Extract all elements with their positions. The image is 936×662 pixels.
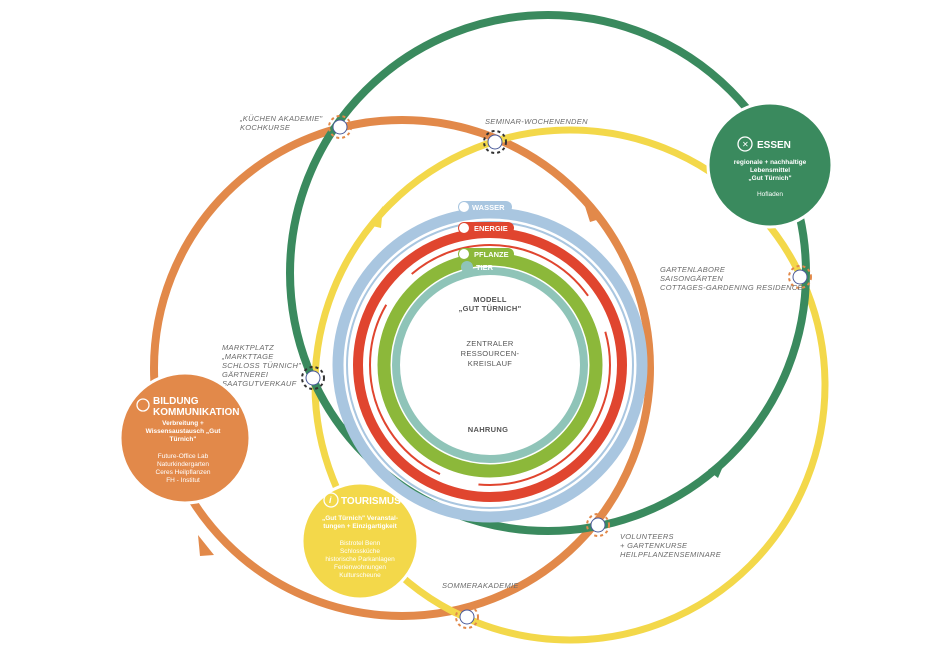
svg-text:historische Parkanlagen: historische Parkanlagen <box>325 556 395 563</box>
svg-text:VOLUNTEERS: VOLUNTEERS <box>620 532 674 541</box>
svg-text:KOCHKURSE: KOCHKURSE <box>240 123 291 132</box>
ring-label-tier: TIER <box>461 261 494 273</box>
svg-text:SOMMERAKADEMIE: SOMMERAKADEMIE <box>442 581 519 590</box>
garden-icon <box>788 265 812 289</box>
svg-text:Bistrotel Benn: Bistrotel Benn <box>340 540 381 547</box>
arrow-icon <box>198 535 214 556</box>
energy-inner-line <box>369 244 611 486</box>
svg-text:tungen + Einzigartigkeit: tungen + Einzigartigkeit <box>323 523 397 530</box>
leaf-icon <box>459 249 469 259</box>
svg-text:Lebensmittel: Lebensmittel <box>750 167 790 174</box>
label-seminar: SEMINAR-WOCHENENDEN <box>485 117 588 126</box>
svg-text:Ferienwohnungen: Ferienwohnungen <box>334 564 386 571</box>
svg-text:SEMINAR-WOCHENENDEN: SEMINAR-WOCHENENDEN <box>485 117 588 126</box>
market-icon <box>301 366 325 390</box>
svg-text:„Gut Türnich" Veranstal-: „Gut Türnich" Veranstal- <box>322 515 398 522</box>
node-essen: ✕ ESSEN regionale + nachhaltige Lebensmi… <box>706 101 834 229</box>
label-garten: GARTENLABORESAISONGÄRTENCOTTAGES-GARDENI… <box>660 265 804 292</box>
junction-markers <box>301 115 812 629</box>
animal-ring <box>392 267 588 463</box>
center-subtitle: „GUT TÜRNICH" <box>459 304 522 313</box>
svg-text:+ GARTENKURSE: + GARTENKURSE <box>620 541 688 550</box>
svg-text:„Gut Türnich": „Gut Türnich" <box>748 175 791 182</box>
svg-text:„MARKTTAGE: „MARKTTAGE <box>221 352 274 361</box>
svg-text:TOURISMUS: TOURISMUS <box>341 496 401 507</box>
node-bildung: BILDUNG KOMMUNIKATION Verbreitung + Wiss… <box>118 371 252 505</box>
svg-text:Ceres Heilpflanzen: Ceres Heilpflanzen <box>156 469 211 476</box>
svg-text:✕: ✕ <box>742 140 749 149</box>
recycle-icon <box>459 223 469 233</box>
check-icon <box>461 261 473 273</box>
svg-text:Türnich": Türnich" <box>170 436 197 443</box>
ring-label-wasser: WASSER <box>458 201 512 213</box>
svg-text:WASSER: WASSER <box>472 203 505 212</box>
svg-text:Verbreitung +: Verbreitung + <box>162 420 204 427</box>
water-drop-icon <box>459 202 469 212</box>
svg-text:PFLANZE: PFLANZE <box>474 250 509 259</box>
center-text: KREISLAUF <box>468 359 512 368</box>
svg-text:Future-Office Lab: Future-Office Lab <box>158 453 209 460</box>
label-kuechen: „KÜCHEN AKADEMIE"KOCHKURSE <box>239 114 323 132</box>
svg-text:GÄRTNEREI: GÄRTNEREI <box>222 370 268 379</box>
svg-text:Naturkindergarten: Naturkindergarten <box>157 461 209 468</box>
svg-text:i: i <box>329 495 332 505</box>
kitchen-icon <box>328 115 352 139</box>
svg-text:BILDUNG: BILDUNG <box>153 396 199 407</box>
svg-text:COTTAGES-GARDENING RESIDENCE: COTTAGES-GARDENING RESIDENCE <box>660 283 804 292</box>
svg-text:MARKTPLATZ: MARKTPLATZ <box>222 343 274 352</box>
nahrung-label: NAHRUNG <box>468 425 508 434</box>
svg-text:Wissensaustausch „Gut: Wissensaustausch „Gut <box>146 428 222 435</box>
center-text: ZENTRALER <box>466 339 514 348</box>
svg-text:KOMMUNIKATION: KOMMUNIKATION <box>153 407 239 418</box>
label-sommer: SOMMERAKADEMIE <box>442 581 519 590</box>
svg-text:HEILPFLANZENSEMINARE: HEILPFLANZENSEMINARE <box>620 550 722 559</box>
info-icon <box>323 492 339 508</box>
svg-text:ENERGIE: ENERGIE <box>474 224 508 233</box>
svg-text:ESSEN: ESSEN <box>757 140 791 151</box>
center-title: MODELL <box>473 295 507 304</box>
summer-icon <box>455 605 479 629</box>
svg-text:Hofladen: Hofladen <box>757 191 783 198</box>
education-loop <box>150 116 654 620</box>
seminar-icon <box>483 130 507 154</box>
node-tourismus: i TOURISMUS „Gut Türnich" Veranstal- tun… <box>300 481 420 601</box>
cutlery-icon <box>737 136 753 152</box>
ring-label-pflanze: PFLANZE <box>458 248 514 260</box>
svg-text:„KÜCHEN AKADEMIE": „KÜCHEN AKADEMIE" <box>239 114 323 123</box>
svg-text:SAATGUTVERKAUF: SAATGUTVERKAUF <box>222 379 297 388</box>
svg-text:TIER: TIER <box>476 263 494 272</box>
ring-label-energie: ENERGIE <box>458 222 514 234</box>
svg-text:FH - Institut: FH - Institut <box>166 477 200 484</box>
label-volunteers: VOLUNTEERS+ GARTENKURSEHEILPFLANZENSEMIN… <box>620 532 722 559</box>
svg-text:SCHLOSS TÜRNICH": SCHLOSS TÜRNICH" <box>222 361 301 370</box>
volunteer-icon <box>586 513 610 537</box>
lightbulb-icon <box>136 398 150 412</box>
center-text: RESSOURCEN- <box>461 349 520 358</box>
svg-text:Kulturscheune: Kulturscheune <box>339 572 381 579</box>
arrow-icon <box>583 200 603 222</box>
arrow-icon <box>708 455 728 478</box>
svg-text:regionale + nachhaltige: regionale + nachhaltige <box>734 159 807 166</box>
svg-text:Schlossküche: Schlossküche <box>340 548 380 555</box>
svg-text:SAISONGÄRTEN: SAISONGÄRTEN <box>660 274 723 283</box>
arrow-icon <box>368 206 383 228</box>
svg-text:GARTENLABORE: GARTENLABORE <box>660 265 726 274</box>
